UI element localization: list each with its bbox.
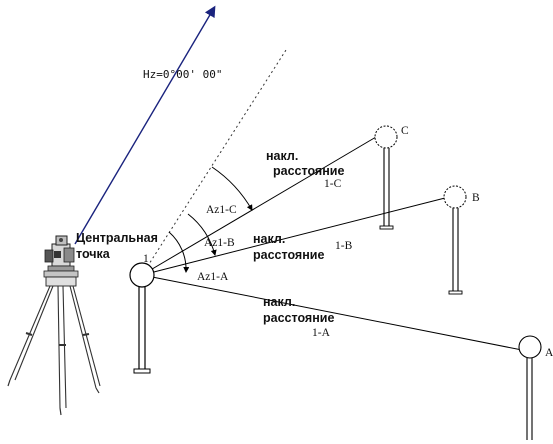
point-number-label: 1: [143, 253, 149, 265]
target-c: [374, 125, 398, 230]
dist-a-line1: накл.: [263, 295, 295, 309]
north-direction-arrow: [74, 5, 216, 245]
sight-line-c: [141, 136, 377, 276]
azimuth-label-b: Az1-B: [204, 237, 235, 249]
sight-line-a: [141, 274, 523, 351]
station-label-line1: Центральная: [76, 231, 158, 245]
dist-c-line1: накл.: [266, 149, 298, 163]
dist-b-line1: накл.: [253, 232, 285, 246]
hz-label: Hz=0°00' 00": [143, 68, 222, 81]
target-b-name: B: [472, 192, 480, 204]
dist-c-id: 1-C: [324, 178, 342, 190]
dist-a-line2: расстояние: [263, 311, 334, 325]
target-b: [443, 185, 467, 295]
dist-b-id: 1-B: [335, 240, 353, 252]
target-a: [518, 335, 542, 440]
azimuth-arc-b: [187, 213, 217, 256]
sight-line-b: [141, 197, 446, 276]
target-a-name: A: [545, 347, 553, 359]
total-station-instrument: [7, 235, 101, 416]
azimuth-label-a: Az1-A: [197, 271, 229, 283]
azimuth-label-c: Az1-C: [206, 204, 237, 216]
dist-a-id: 1-A: [312, 327, 331, 339]
azimuth-arc-c: [211, 166, 253, 211]
dist-b-line2: расстояние: [253, 248, 324, 262]
azimuth-arc-a: [168, 231, 190, 273]
target-c-name: C: [401, 125, 409, 137]
dist-c-line2: расстояние: [273, 164, 344, 178]
station-label-line2: точка: [76, 247, 111, 261]
station-point-1: [129, 262, 155, 374]
